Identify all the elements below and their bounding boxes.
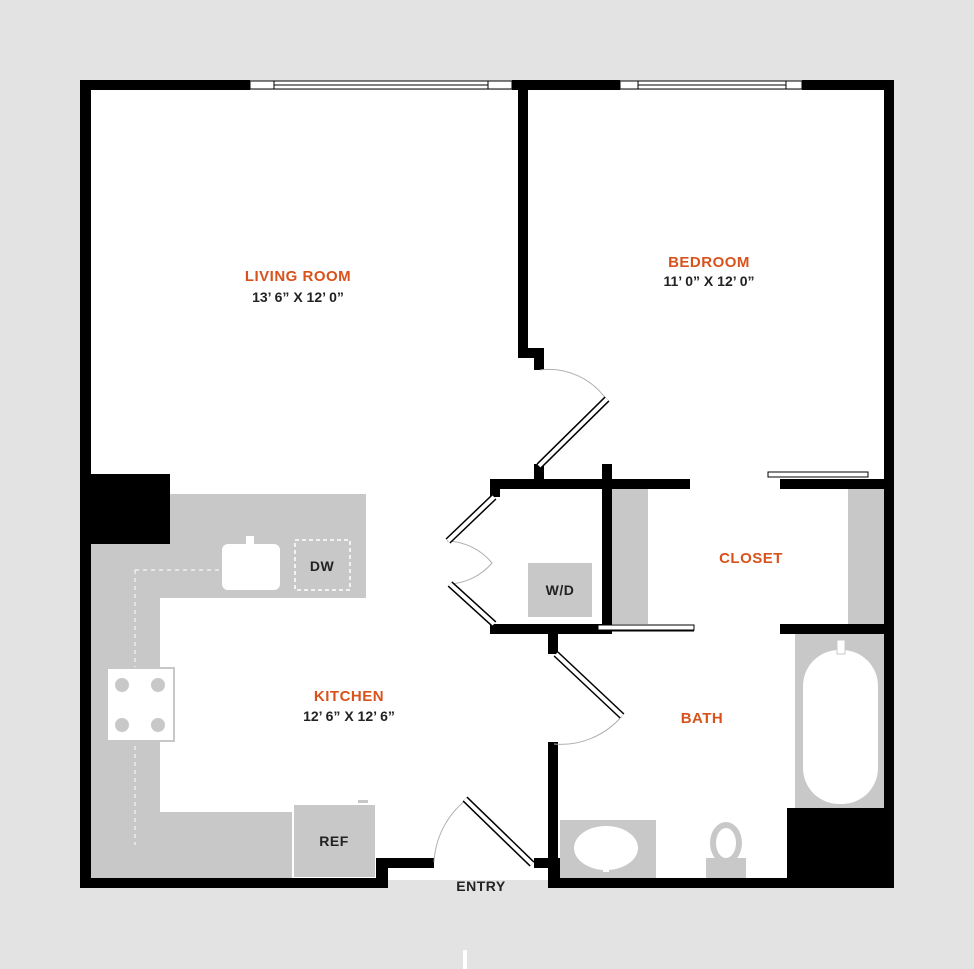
exterior-marker: [463, 950, 467, 969]
kitchen-counters: [90, 494, 366, 878]
closet-sliding-doors: [597, 471, 869, 632]
washer-dryer-label: W/D: [546, 582, 575, 598]
bathtub: [795, 634, 885, 810]
kitchen-sink: [222, 536, 280, 590]
bedroom-name: BEDROOM: [668, 254, 750, 271]
kitchen-name: KITCHEN: [314, 688, 384, 705]
dishwasher: [294, 539, 351, 591]
floor-area: [90, 90, 886, 880]
closet-shelves: [612, 488, 884, 624]
kitchen-dims: 12’ 6” X 12’ 6”: [303, 708, 395, 724]
toilet: [706, 822, 746, 878]
refrigerator-label: REF: [319, 833, 349, 849]
living-room-name: LIVING ROOM: [245, 268, 351, 285]
bath-name: BATH: [681, 710, 724, 727]
refrigerator: [292, 803, 377, 879]
wd-closet-doors: [445, 494, 497, 627]
bath-door: [553, 651, 625, 745]
dishwasher-label: DW: [310, 558, 335, 574]
bedroom-dims: 11’ 0” X 12’ 0”: [663, 273, 754, 289]
windows: [249, 80, 803, 90]
entry-label: ENTRY: [456, 878, 506, 894]
living-room-dims: 13’ 6” X 12’ 0”: [252, 289, 344, 305]
bath-vanity: [560, 820, 656, 878]
stove: [106, 667, 175, 742]
bedroom-door: [536, 368, 610, 469]
walls: [80, 80, 894, 888]
washer-dryer: [528, 563, 592, 617]
entry-door: [433, 796, 548, 880]
refrigerator-handle: [358, 800, 368, 803]
closet-name: CLOSET: [719, 550, 783, 567]
